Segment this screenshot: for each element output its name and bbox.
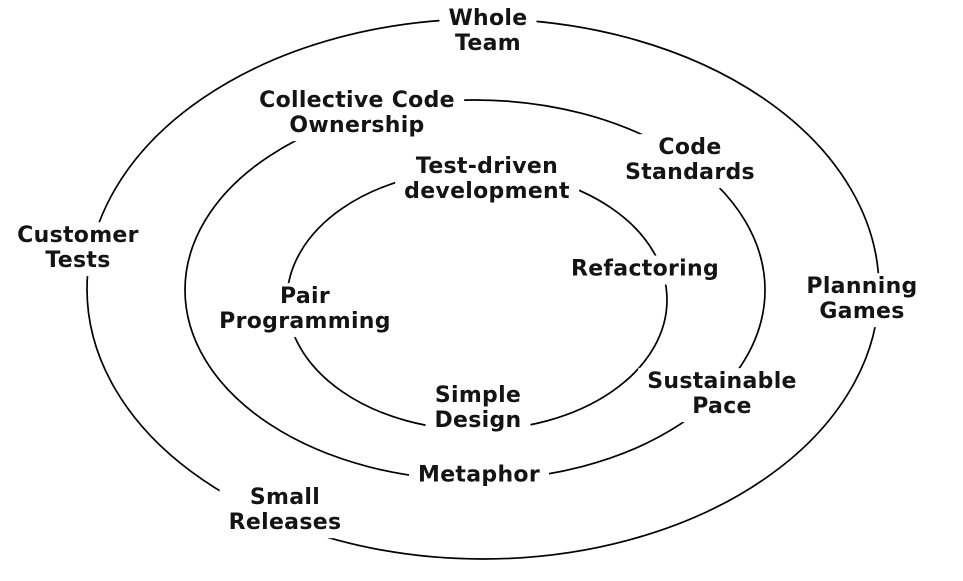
- label-pair-programming: Pair Programming: [210, 283, 400, 337]
- label-planning-games: Planning Games: [797, 273, 927, 327]
- label-refactoring: Refactoring: [561, 255, 729, 285]
- label-collective-code-ownership: Collective Code Ownership: [250, 87, 464, 141]
- label-small-releases: Small Releases: [219, 484, 351, 538]
- label-whole-team: Whole Team: [439, 5, 537, 59]
- label-sustainable-pace: Sustainable Pace: [638, 368, 806, 422]
- label-simple-design: Simple Design: [425, 382, 531, 436]
- label-customer-tests: Customer Tests: [8, 222, 148, 276]
- label-test-driven-development: Test-driven development: [395, 153, 579, 207]
- label-metaphor: Metaphor: [409, 461, 549, 491]
- label-code-standards: Code Standards: [616, 134, 764, 188]
